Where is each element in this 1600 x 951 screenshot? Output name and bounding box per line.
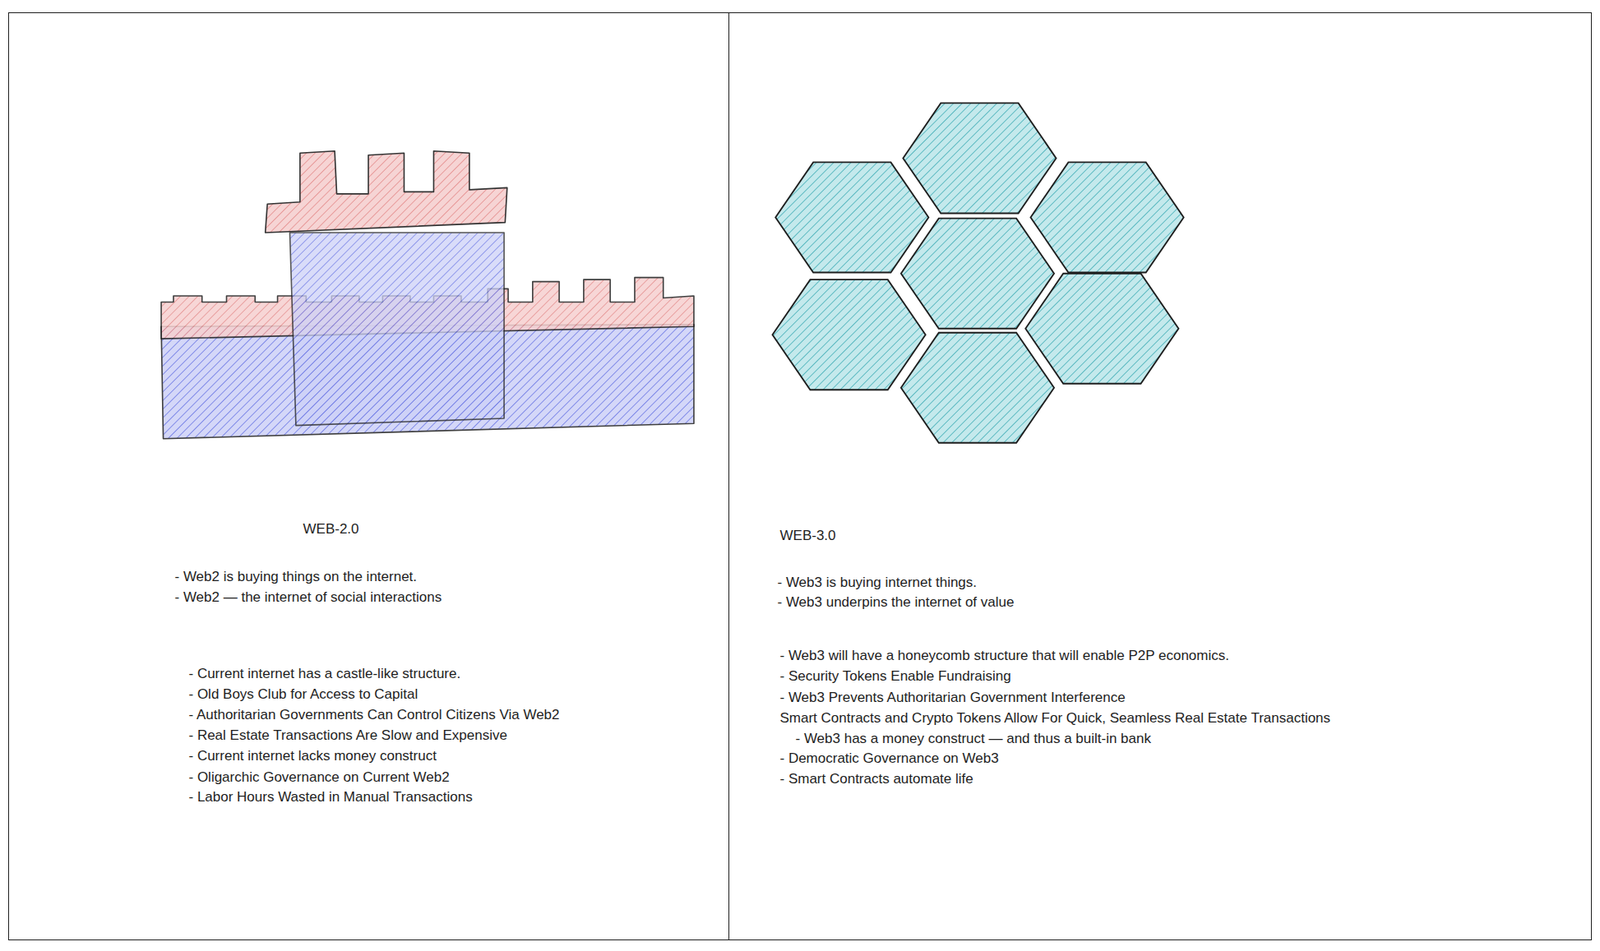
bullet-text: - Smart Contracts automate life [780,770,974,789]
bullet-text: - Democratic Governance on Web3 [780,749,999,768]
bullet-text: - Real Estate Transactions Are Slow and … [189,726,508,745]
panel-heading: WEB-2.0 [303,520,360,539]
bullet-text: - Oligarchic Governance on Current Web2 [189,768,450,787]
castle [161,151,694,440]
bullet-text: - Web2 is buying things on the internet. [175,568,418,587]
bullet-text: - Web3 has a money construct — and thus … [795,730,1152,749]
bullet-text: - Old Boys Club for Access to Capital [189,685,419,704]
honeycomb [772,102,1184,443]
bullet-text: - Authoritarian Governments Can Control … [189,706,560,725]
bullet-text: - Web3 is buying internet things. [777,573,978,592]
panel: WEB-2.0 - Web2 is buying things on the in… [8,12,730,941]
bullet-text: - Web3 Prevents Authoritarian Government… [780,689,1126,708]
bullet-text: - Security Tokens Enable Fundraising [780,667,1012,686]
panel-heading: WEB-3.0 [780,527,837,546]
bullet-text: - Web3 will have a honeycomb structure t… [780,647,1230,666]
bullet-text: - Current internet has a castle-like str… [189,665,462,684]
bullet-text: - Labor Hours Wasted in Manual Transacti… [189,788,473,807]
bullet-text: - Current internet lacks money construct [189,747,437,766]
bullet-text: Smart Contracts and Crypto Tokens Allow … [780,709,1332,728]
bullet-text: - Web3 underpins the internet of value [777,593,1015,612]
bullet-text: - Web2 — the internet of social interact… [175,588,443,607]
panel: WEB-3.0 - Web3 is buying internet things.… [728,12,1593,941]
